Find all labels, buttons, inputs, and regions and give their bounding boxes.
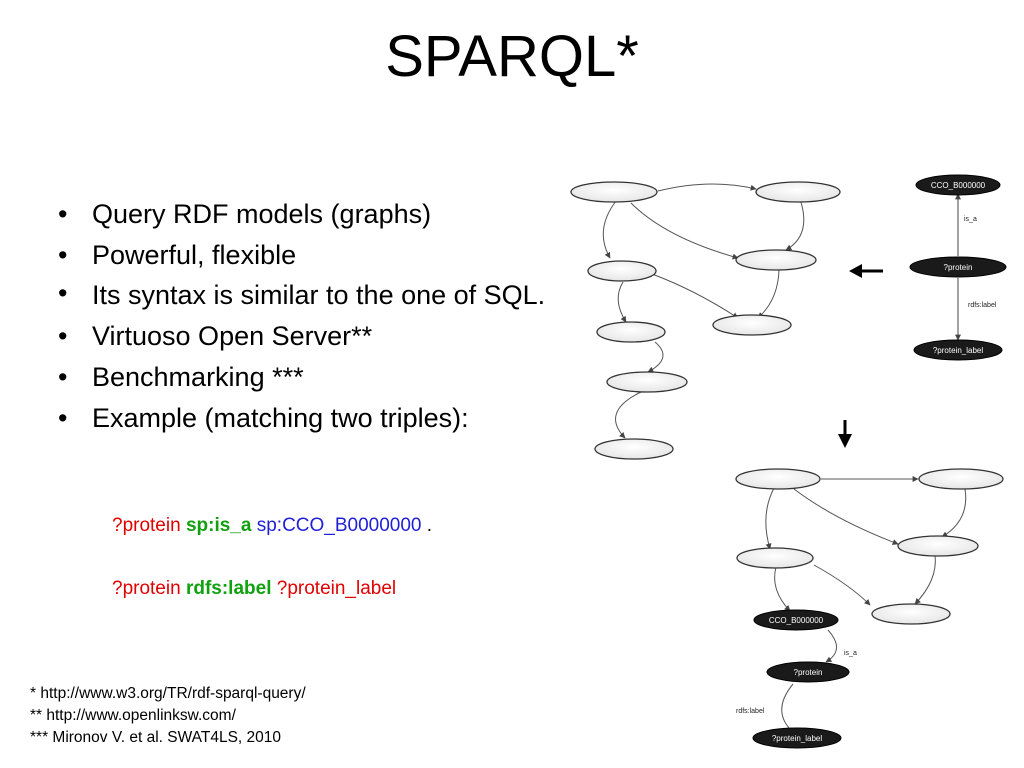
- graph-node: [735, 249, 817, 271]
- query-predicate: rdfs:label: [185, 578, 272, 599]
- graph-edge: [941, 488, 967, 538]
- graph-node: [606, 371, 688, 393]
- matched-edge-label-text: rdfs:label: [736, 708, 765, 715]
- query-subject: ?protein: [112, 578, 181, 599]
- graph-edge: [765, 487, 775, 550]
- graph-edge: [657, 183, 757, 192]
- graph-node: [596, 321, 666, 343]
- graph-edge: [793, 488, 899, 545]
- footnotes: * http://www.w3.org/TR/rdf-sparql-query/…: [30, 683, 306, 749]
- matched-edge-is-a-text: is_a: [844, 650, 857, 657]
- pattern-edge-label-text: rdfs:label: [968, 302, 997, 309]
- matched-node-class-text: CCO_B000000: [769, 616, 824, 625]
- graph-edge: [825, 629, 837, 663]
- pattern-node-class: [915, 174, 1001, 196]
- graph-nodes-bottom: [735, 468, 1004, 625]
- graph-node: [755, 181, 841, 203]
- graph-node: [918, 468, 1004, 490]
- graph-node: [736, 547, 814, 569]
- query-terminator: .: [426, 515, 433, 536]
- graph-edge: [813, 564, 871, 606]
- bullet-item: Query RDF models (graphs): [58, 194, 562, 235]
- graph-edge: [757, 269, 780, 319]
- pattern-graph: CCO_B000000 ?protein ?protein_label is_a…: [909, 174, 1007, 361]
- graph-edge: [602, 200, 617, 259]
- query-triple-1: ?protein sp:is_a sp:CCO_B0000000 .: [112, 516, 432, 535]
- graph-edge: [914, 554, 936, 605]
- pattern-node-protein-text: ?protein: [944, 263, 973, 272]
- bullet-item: Benchmarking ***: [58, 357, 562, 398]
- matched-node-protein-text: ?protein: [794, 668, 823, 677]
- pattern-node-protein: [909, 256, 1007, 278]
- pattern-edge-is-a-text: is_a: [964, 216, 977, 223]
- pattern-node-label-text: ?protein_label: [933, 346, 983, 355]
- graph-edge: [630, 202, 739, 260]
- query-object: sp:CCO_B0000000: [256, 515, 422, 536]
- graph-node: [735, 468, 821, 490]
- query-subject: ?protein: [112, 515, 181, 536]
- graph-edge: [774, 566, 791, 612]
- query-predicate: sp:is_a: [185, 515, 252, 536]
- matched-node-class: [753, 609, 839, 631]
- pattern-node-class-text: CCO_B000000: [931, 181, 986, 190]
- slide-title: SPARQL*: [385, 24, 639, 89]
- down-arrow-icon: [838, 420, 852, 448]
- footnote: ** http://www.openlinksw.com/: [30, 707, 236, 724]
- matched-subgraph: CCO_B000000 ?protein ?protein_label is_a…: [736, 609, 857, 749]
- pattern-node-label: [913, 339, 1003, 361]
- graph-edge: [785, 198, 805, 251]
- graph-edge: [651, 273, 739, 319]
- bullet-item: Powerful, flexible: [58, 235, 562, 276]
- matched-node-label: [752, 727, 842, 749]
- graph-node: [570, 181, 658, 203]
- matched-node-protein: [766, 661, 850, 683]
- left-arrow-icon: [849, 264, 883, 278]
- graph-edge: [617, 281, 627, 323]
- matched-node-label-text: ?protein_label: [772, 734, 822, 743]
- bullet-item: Example (matching two triples):: [58, 398, 562, 439]
- graph-node: [871, 603, 951, 625]
- graph-edge: [647, 341, 664, 373]
- rdf-graph-top: [602, 183, 805, 439]
- footnote: *** Mironov V. et al. SWAT4LS, 2010: [30, 729, 281, 746]
- graph-nodes-top: [570, 181, 841, 460]
- query-object: ?protein_label: [276, 578, 397, 599]
- footnote: * http://www.w3.org/TR/rdf-sparql-query/: [30, 685, 306, 702]
- graph-node: [587, 260, 657, 282]
- graph-edge: [615, 391, 642, 439]
- bullet-list: Query RDF models (graphs) Powerful, flex…: [58, 194, 562, 439]
- graph-edge: [781, 683, 795, 734]
- bullet-item: Virtuoso Open Server**: [58, 316, 562, 357]
- graph-node: [712, 314, 792, 336]
- graph-node: [897, 535, 979, 557]
- graph-node: [594, 438, 674, 460]
- bullet-item: Its syntax is similar to the one of SQL.: [58, 276, 562, 316]
- query-triple-2: ?protein rdfs:label ?protein_label: [112, 579, 396, 598]
- rdf-graph-bottom: [765, 476, 967, 734]
